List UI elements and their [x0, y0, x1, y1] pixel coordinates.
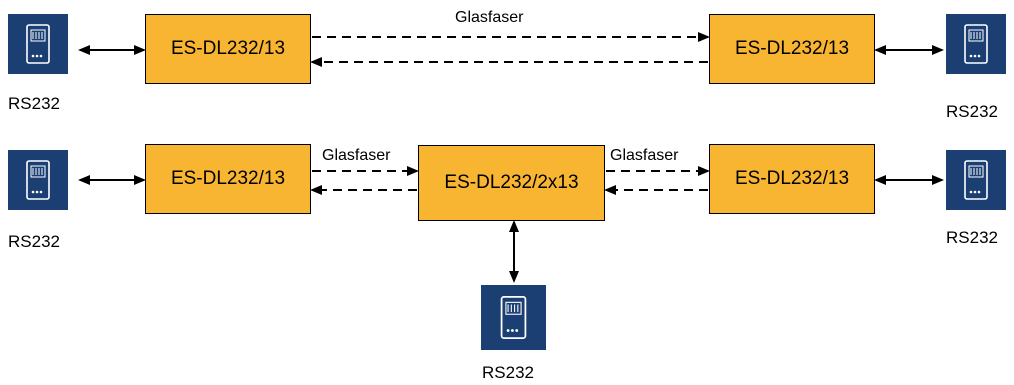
device-glyph — [500, 296, 527, 339]
row2-right-converter: ES-DL232/13 — [709, 144, 875, 214]
row2-left-converter: ES-DL232/13 — [145, 144, 311, 214]
rs232-device-icon — [8, 150, 68, 210]
rs232-device-icon — [481, 285, 546, 350]
row1-fiber-label: Glasfaser — [455, 9, 524, 26]
rs232-device-icon — [946, 150, 1006, 210]
rs232-device-icon — [8, 14, 68, 74]
row2-left-device-label: RS232 — [8, 232, 60, 251]
row2-left-fiber-label: Glasfaser — [322, 147, 391, 164]
row2-bottom-device-label: RS232 — [482, 363, 534, 382]
row1-right-converter: ES-DL232/13 — [709, 14, 875, 84]
device-glyph — [964, 24, 988, 64]
row2-right-fiber-label: Glasfaser — [610, 147, 679, 164]
rs232-device-icon — [946, 14, 1006, 74]
row1-left-converter: ES-DL232/13 — [145, 14, 311, 84]
device-glyph — [26, 160, 50, 200]
row1-left-device-label: RS232 — [8, 94, 60, 113]
device-glyph — [964, 160, 988, 200]
row2-center-converter: ES-DL232/2x13 — [418, 145, 605, 221]
row2-right-device-label: RS232 — [946, 228, 998, 247]
row1-right-device-label: RS232 — [946, 102, 998, 121]
device-glyph — [26, 24, 50, 64]
